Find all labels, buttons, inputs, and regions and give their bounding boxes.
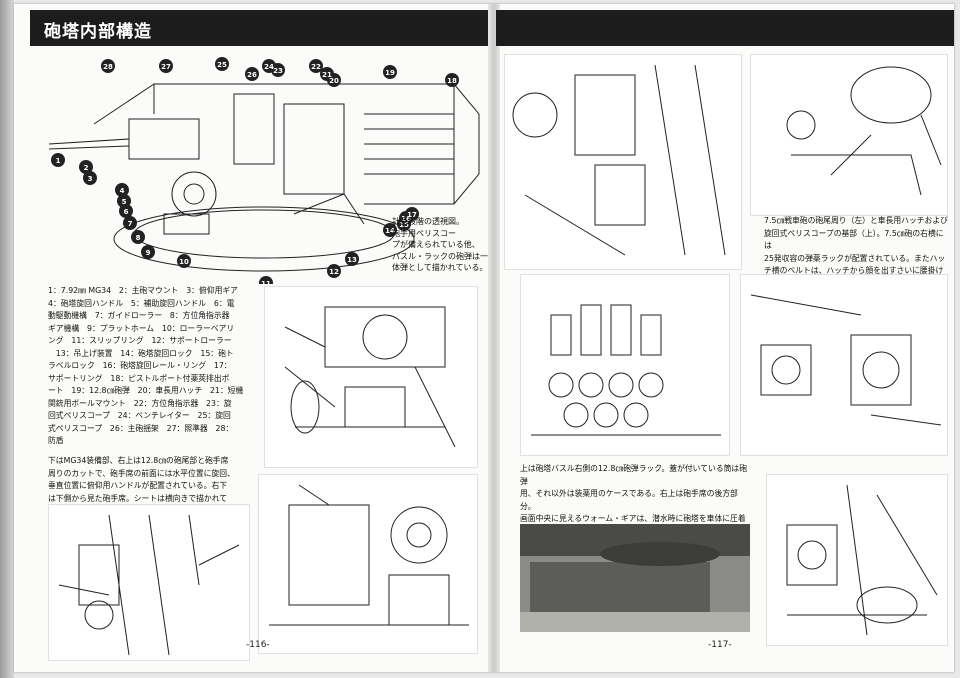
callout-17	[405, 207, 419, 221]
callout-label-2: 2	[84, 164, 89, 172]
callout-2	[79, 160, 93, 174]
callout-label-12: 12	[329, 268, 339, 276]
gun-breech-drawing	[264, 286, 478, 468]
callout-1	[51, 153, 65, 167]
right-header-bar	[496, 10, 954, 46]
callout-label-14: 14	[385, 227, 395, 235]
callout-label-4: 4	[120, 187, 125, 195]
callout-label-13: 13	[347, 256, 357, 264]
cutaway-caption: 計画段階の透視図。 砲手用ペリスコー プが備えられている他、 パスル・ラックの砲…	[392, 217, 488, 272]
callout-4	[115, 183, 129, 197]
turret-photo	[520, 524, 750, 632]
book-spread: 砲塔内部構造	[14, 4, 954, 672]
callout-label-10: 10	[179, 258, 189, 266]
turret-cutaway-drawing: 1234567891011121314151617181920212223242…	[48, 57, 480, 284]
ammo-rack-drawing	[520, 274, 730, 456]
callout-28	[101, 59, 115, 73]
callout-19	[383, 65, 397, 79]
parts-legend: 1：7.92㎜ MG34 2：主砲マウント 3：俯仰用ギア 4：砲塔旋回ハンドル…	[48, 286, 244, 445]
callout-10	[177, 254, 191, 268]
callout-label-19: 19	[385, 69, 395, 77]
callout-label-11: 11	[261, 280, 271, 284]
callout-25	[215, 57, 229, 71]
callout-13	[345, 252, 359, 266]
callout-22	[309, 59, 323, 73]
callout-label-6: 6	[124, 208, 129, 216]
callout-label-17: 17	[407, 211, 417, 219]
callout-label-27: 27	[161, 63, 171, 71]
callout-label-5: 5	[122, 198, 127, 206]
callout-21	[320, 67, 334, 81]
gun-breech-75mm-drawing	[504, 54, 742, 270]
page-number-left: -116-	[246, 640, 270, 650]
callout-label-28: 28	[103, 63, 113, 71]
callout-8	[131, 230, 145, 244]
page-number-right: -117-	[708, 640, 732, 650]
callout-label-1: 1	[56, 157, 61, 165]
book-edge	[0, 0, 14, 678]
callout-label-9: 9	[146, 249, 151, 257]
callout-label-15: 15	[399, 221, 409, 229]
callout-label-25: 25	[217, 61, 227, 69]
callout-18	[445, 73, 459, 87]
callout-7	[123, 216, 137, 230]
callout-label-3: 3	[88, 175, 93, 183]
callout-24	[262, 59, 276, 73]
mg34-mount-drawing	[48, 504, 250, 661]
callout-label-20: 20	[329, 77, 339, 85]
callout-label-7: 7	[128, 220, 133, 228]
callout-label-22: 22	[311, 63, 321, 71]
callout-11	[259, 276, 273, 284]
right-page: 7.5㎝戦車砲の砲尾周り（左）と車長用ハッチおよび 旋回式ペリスコープの基部（上…	[496, 4, 954, 672]
commander-hatch-drawing	[750, 54, 948, 216]
callout-label-8: 8	[136, 234, 141, 242]
callout-label-18: 18	[447, 77, 457, 85]
callout-label-23: 23	[273, 67, 283, 75]
callout-26	[245, 67, 259, 81]
callout-label-16: 16	[401, 215, 411, 223]
section-title: 砲塔内部構造	[44, 22, 152, 42]
callout-9	[141, 245, 155, 259]
callout-3	[83, 171, 97, 185]
callout-14	[383, 223, 397, 237]
callout-27	[159, 59, 173, 73]
mount-worm-gear-drawing	[766, 474, 948, 646]
callout-12	[327, 264, 341, 278]
left-page: 砲塔内部構造	[14, 4, 492, 672]
book-gutter	[488, 4, 500, 672]
callout-6	[119, 204, 133, 218]
gunner-seat-drawing	[258, 474, 478, 654]
callout-label-24: 24	[264, 63, 274, 71]
section-header-bar: 砲塔内部構造	[30, 10, 488, 46]
callout-label-21: 21	[322, 71, 332, 79]
callout-label-26: 26	[247, 71, 257, 79]
gunner-seat-rear-drawing	[740, 274, 948, 456]
